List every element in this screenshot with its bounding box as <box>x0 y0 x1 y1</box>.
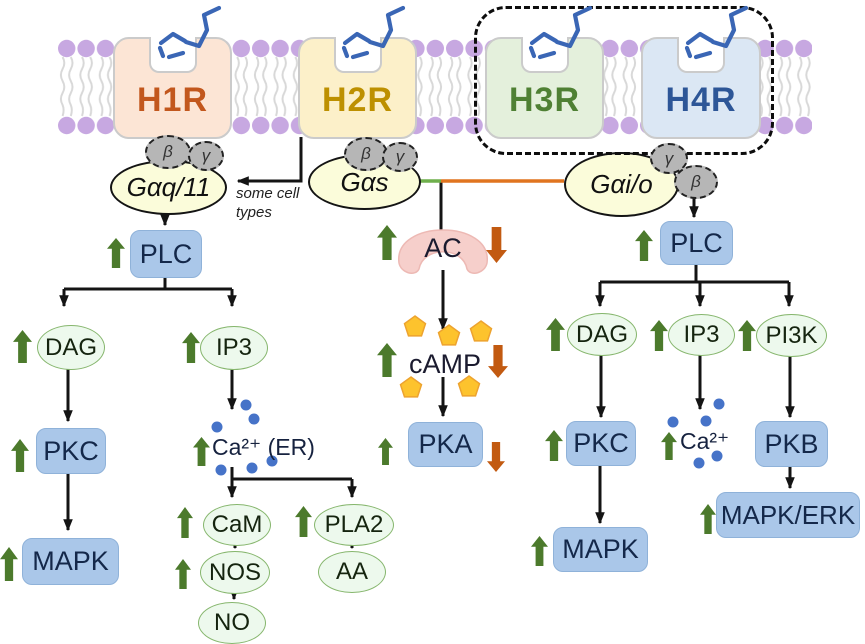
node-aa: AA <box>318 551 386 593</box>
receptor-h1r-label: H1R <box>136 81 209 119</box>
node-pla2: PLA2 <box>314 504 394 546</box>
g-beta-subunit: β <box>674 165 718 199</box>
node-dag-h1: DAG <box>37 325 105 370</box>
receptor-h1r: H1R <box>113 36 232 139</box>
g-protein-gq11: Gαq/11 <box>110 160 227 215</box>
node-ip3-h34: IP3 <box>668 314 735 356</box>
node-dag-h34: DAG <box>567 313 637 356</box>
node-mapk-h34: MAPK <box>553 527 648 572</box>
receptor-h4r-label: H4R <box>665 81 737 119</box>
g-beta-subunit: β <box>145 135 191 169</box>
node-camp: cAMP <box>408 349 481 379</box>
pathway-connector-arrows <box>59 137 795 601</box>
node-pkc-h34: PKC <box>566 421 636 466</box>
g-gamma-subunit: γ <box>382 142 418 172</box>
calcium-ion-dots <box>211 398 725 476</box>
node-plc-h34: PLC <box>660 221 733 265</box>
node-ac-label: AC <box>424 233 462 263</box>
g-gamma-subunit: γ <box>188 141 224 171</box>
node-mapk-erk: MAPK/ERK <box>716 492 860 538</box>
node-nos: NOS <box>200 551 270 594</box>
node-ip3-h1: IP3 <box>200 326 268 370</box>
g-beta-subunit: β <box>344 137 388 171</box>
h2r-ligand-pocket <box>333 36 382 73</box>
node-plc-h1: PLC <box>130 230 202 278</box>
node-calcium-er: Ca²⁺ (ER) <box>212 434 315 460</box>
node-cam: CaM <box>203 504 271 546</box>
node-mapk-h1: MAPK <box>22 538 119 585</box>
h3r-h4r-group-outline <box>474 6 774 155</box>
h1r-ligand-pocket <box>148 36 197 73</box>
receptor-h3r-label: H3R <box>508 81 581 119</box>
node-calcium-h34: Ca²⁺ <box>680 428 730 454</box>
node-no: NO <box>198 602 266 644</box>
receptor-h2r-label: H2R <box>321 81 394 119</box>
adenylyl-cyclase-shape <box>398 229 488 274</box>
some-cell-types-note: some cell types <box>236 185 300 221</box>
node-pi3k: PI3K <box>756 314 827 357</box>
receptor-h2r: H2R <box>298 36 417 139</box>
node-pkb: PKB <box>755 421 828 467</box>
node-pkc-h1: PKC <box>36 428 106 474</box>
camp-molecule-icons <box>399 315 493 398</box>
node-pka: PKA <box>408 422 483 467</box>
